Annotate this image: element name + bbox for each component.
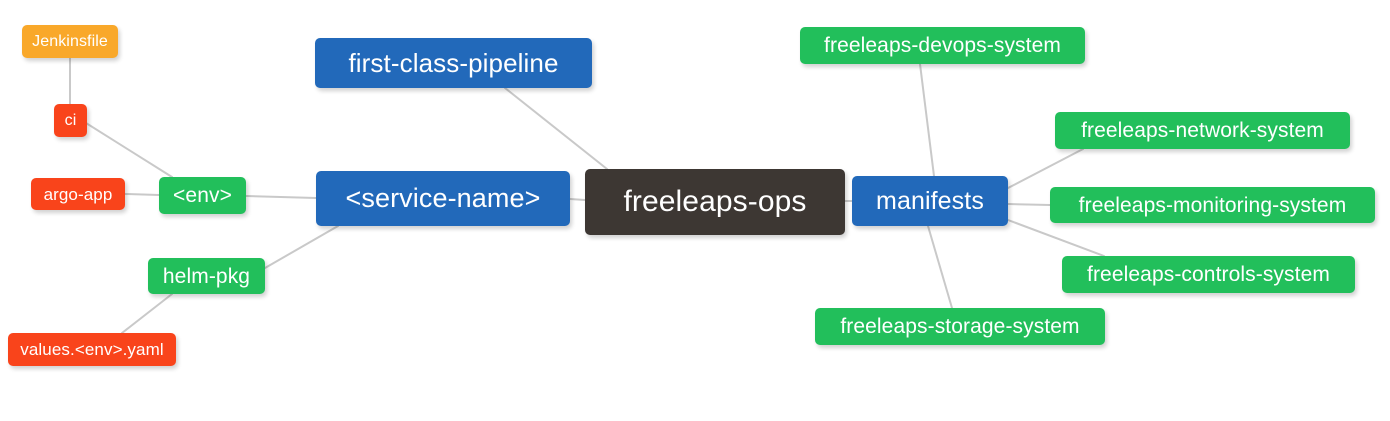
edge-manifests-to-freeleaps-devops-system (919, 63, 935, 177)
edge-manifests-to-freeleaps-controls-system (1007, 219, 1105, 257)
mindmap-node-env[interactable]: <env> (159, 177, 246, 214)
edge-service-name-to-env (245, 195, 317, 199)
mindmap-node-argo-app[interactable]: argo-app (31, 178, 125, 210)
mindmap-node-label: first-class-pipeline (348, 48, 559, 78)
mindmap-node-freeleaps-monitoring-system[interactable]: freeleaps-monitoring-system (1050, 187, 1375, 223)
mindmap-node-values-yaml[interactable]: values.<env>.yaml (8, 333, 176, 366)
mindmap-node-first-class-pipeline[interactable]: first-class-pipeline (315, 38, 592, 88)
mindmap-node-freeleaps-ops[interactable]: freeleaps-ops (585, 169, 845, 235)
edge-manifests-to-freeleaps-monitoring-system (1007, 203, 1051, 206)
mindmap-node-label: values.<env>.yaml (20, 340, 164, 359)
edge-service-name-to-helm-pkg (264, 225, 339, 269)
mindmap-node-label: ci (64, 111, 77, 129)
mindmap-node-ci[interactable]: ci (54, 104, 87, 137)
edge-freeleaps-ops-to-first-class-pipeline (504, 87, 608, 170)
mindmap-node-freeleaps-controls-system[interactable]: freeleaps-controls-system (1062, 256, 1355, 293)
mindmap-node-freeleaps-network-system[interactable]: freeleaps-network-system (1055, 112, 1350, 149)
mindmap-node-label: Jenkinsfile (32, 32, 108, 50)
edge-env-to-ci (85, 122, 173, 178)
mindmap-node-service-name[interactable]: <service-name> (316, 171, 570, 226)
edge-manifests-to-freeleaps-network-system (1007, 148, 1084, 189)
mindmap-node-label: helm-pkg (162, 264, 251, 288)
mindmap-node-label: <service-name> (345, 183, 541, 213)
mindmap-node-jenkinsfile[interactable]: Jenkinsfile (22, 25, 118, 58)
mindmap-node-label: freeleaps-storage-system (840, 315, 1080, 338)
mindmap-node-label: <env> (173, 184, 232, 207)
edge-helm-pkg-to-values-yaml (121, 293, 173, 334)
mindmap-node-label: freeleaps-network-system (1081, 119, 1324, 142)
mindmap-node-label: manifests (876, 186, 984, 215)
edge-manifests-to-freeleaps-storage-system (927, 225, 953, 309)
mindmap-node-freeleaps-devops-system[interactable]: freeleaps-devops-system (800, 27, 1085, 64)
mindmap-node-label: freeleaps-monitoring-system (1078, 193, 1347, 217)
mindmap-node-label: argo-app (43, 184, 113, 204)
mindmap-node-label: freeleaps-ops (623, 185, 807, 218)
edge-env-to-argo-app (124, 193, 160, 196)
mindmap-node-manifests[interactable]: manifests (852, 176, 1008, 226)
mindmap-node-helm-pkg[interactable]: helm-pkg (148, 258, 265, 294)
mindmap-node-label: freeleaps-controls-system (1087, 263, 1330, 286)
edge-freeleaps-ops-to-service-name (569, 198, 586, 201)
mindmap-node-freeleaps-storage-system[interactable]: freeleaps-storage-system (815, 308, 1105, 345)
mindmap-node-label: freeleaps-devops-system (824, 34, 1061, 57)
